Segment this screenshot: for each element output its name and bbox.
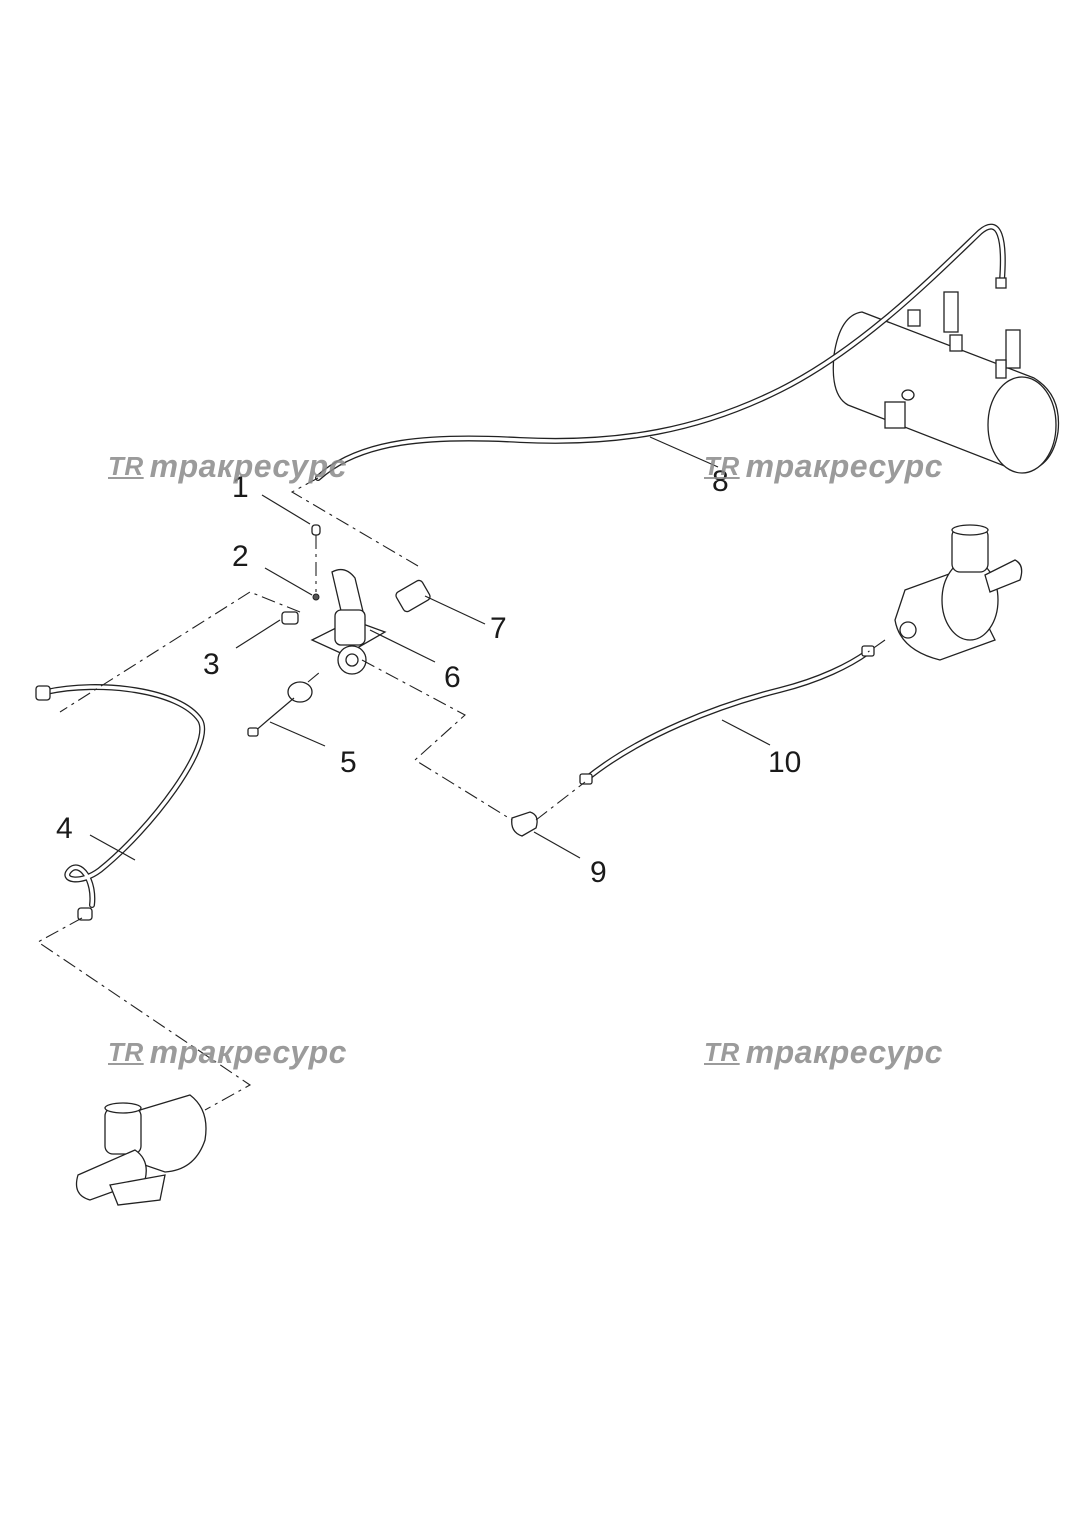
air-tank: [832, 291, 1060, 474]
callout-labels: 1 2 3 4 5 6 7 8 9 10: [56, 465, 801, 889]
brake-chamber-right: [894, 524, 1023, 661]
watermark-text: тракресурс: [149, 448, 347, 484]
callout-5: 5: [340, 746, 357, 779]
callout-6: 6: [444, 661, 461, 694]
watermark-logo: TR: [704, 1037, 740, 1067]
hose-10: [579, 645, 875, 785]
hose-4: [35, 684, 205, 921]
watermark-bottom-right: TR тракресурс: [704, 1034, 943, 1071]
callout-10: 10: [768, 746, 801, 779]
connection-lines: [36, 477, 886, 1111]
callout-1: 1: [232, 471, 249, 504]
callout-8: 8: [712, 465, 729, 498]
watermark-text: тракресурс: [745, 1034, 943, 1070]
watermark-logo: TR: [108, 451, 144, 481]
leader-lines: [89, 436, 771, 861]
callout-3: 3: [203, 648, 220, 681]
watermark-top-right: TR тракресурс: [704, 448, 943, 485]
callout-2: 2: [232, 540, 249, 573]
callout-9: 9: [590, 856, 607, 889]
watermark-text: тракресурс: [149, 1034, 347, 1070]
sensor-5: [247, 681, 313, 737]
hose-8: [315, 223, 1007, 481]
watermark-logo: TR: [108, 1037, 144, 1067]
callout-7: 7: [490, 612, 507, 645]
watermark-text: тракресурс: [745, 448, 943, 484]
brake-chamber-left: [75, 1094, 207, 1206]
watermark-bottom-left: TR тракресурс: [108, 1034, 347, 1071]
elbow-fitting-9: [511, 811, 538, 837]
watermark-top-left: TR тракресурс: [108, 448, 347, 485]
valve-assembly: [281, 524, 431, 675]
callout-4: 4: [56, 812, 73, 845]
watermark-logo: TR: [704, 451, 740, 481]
